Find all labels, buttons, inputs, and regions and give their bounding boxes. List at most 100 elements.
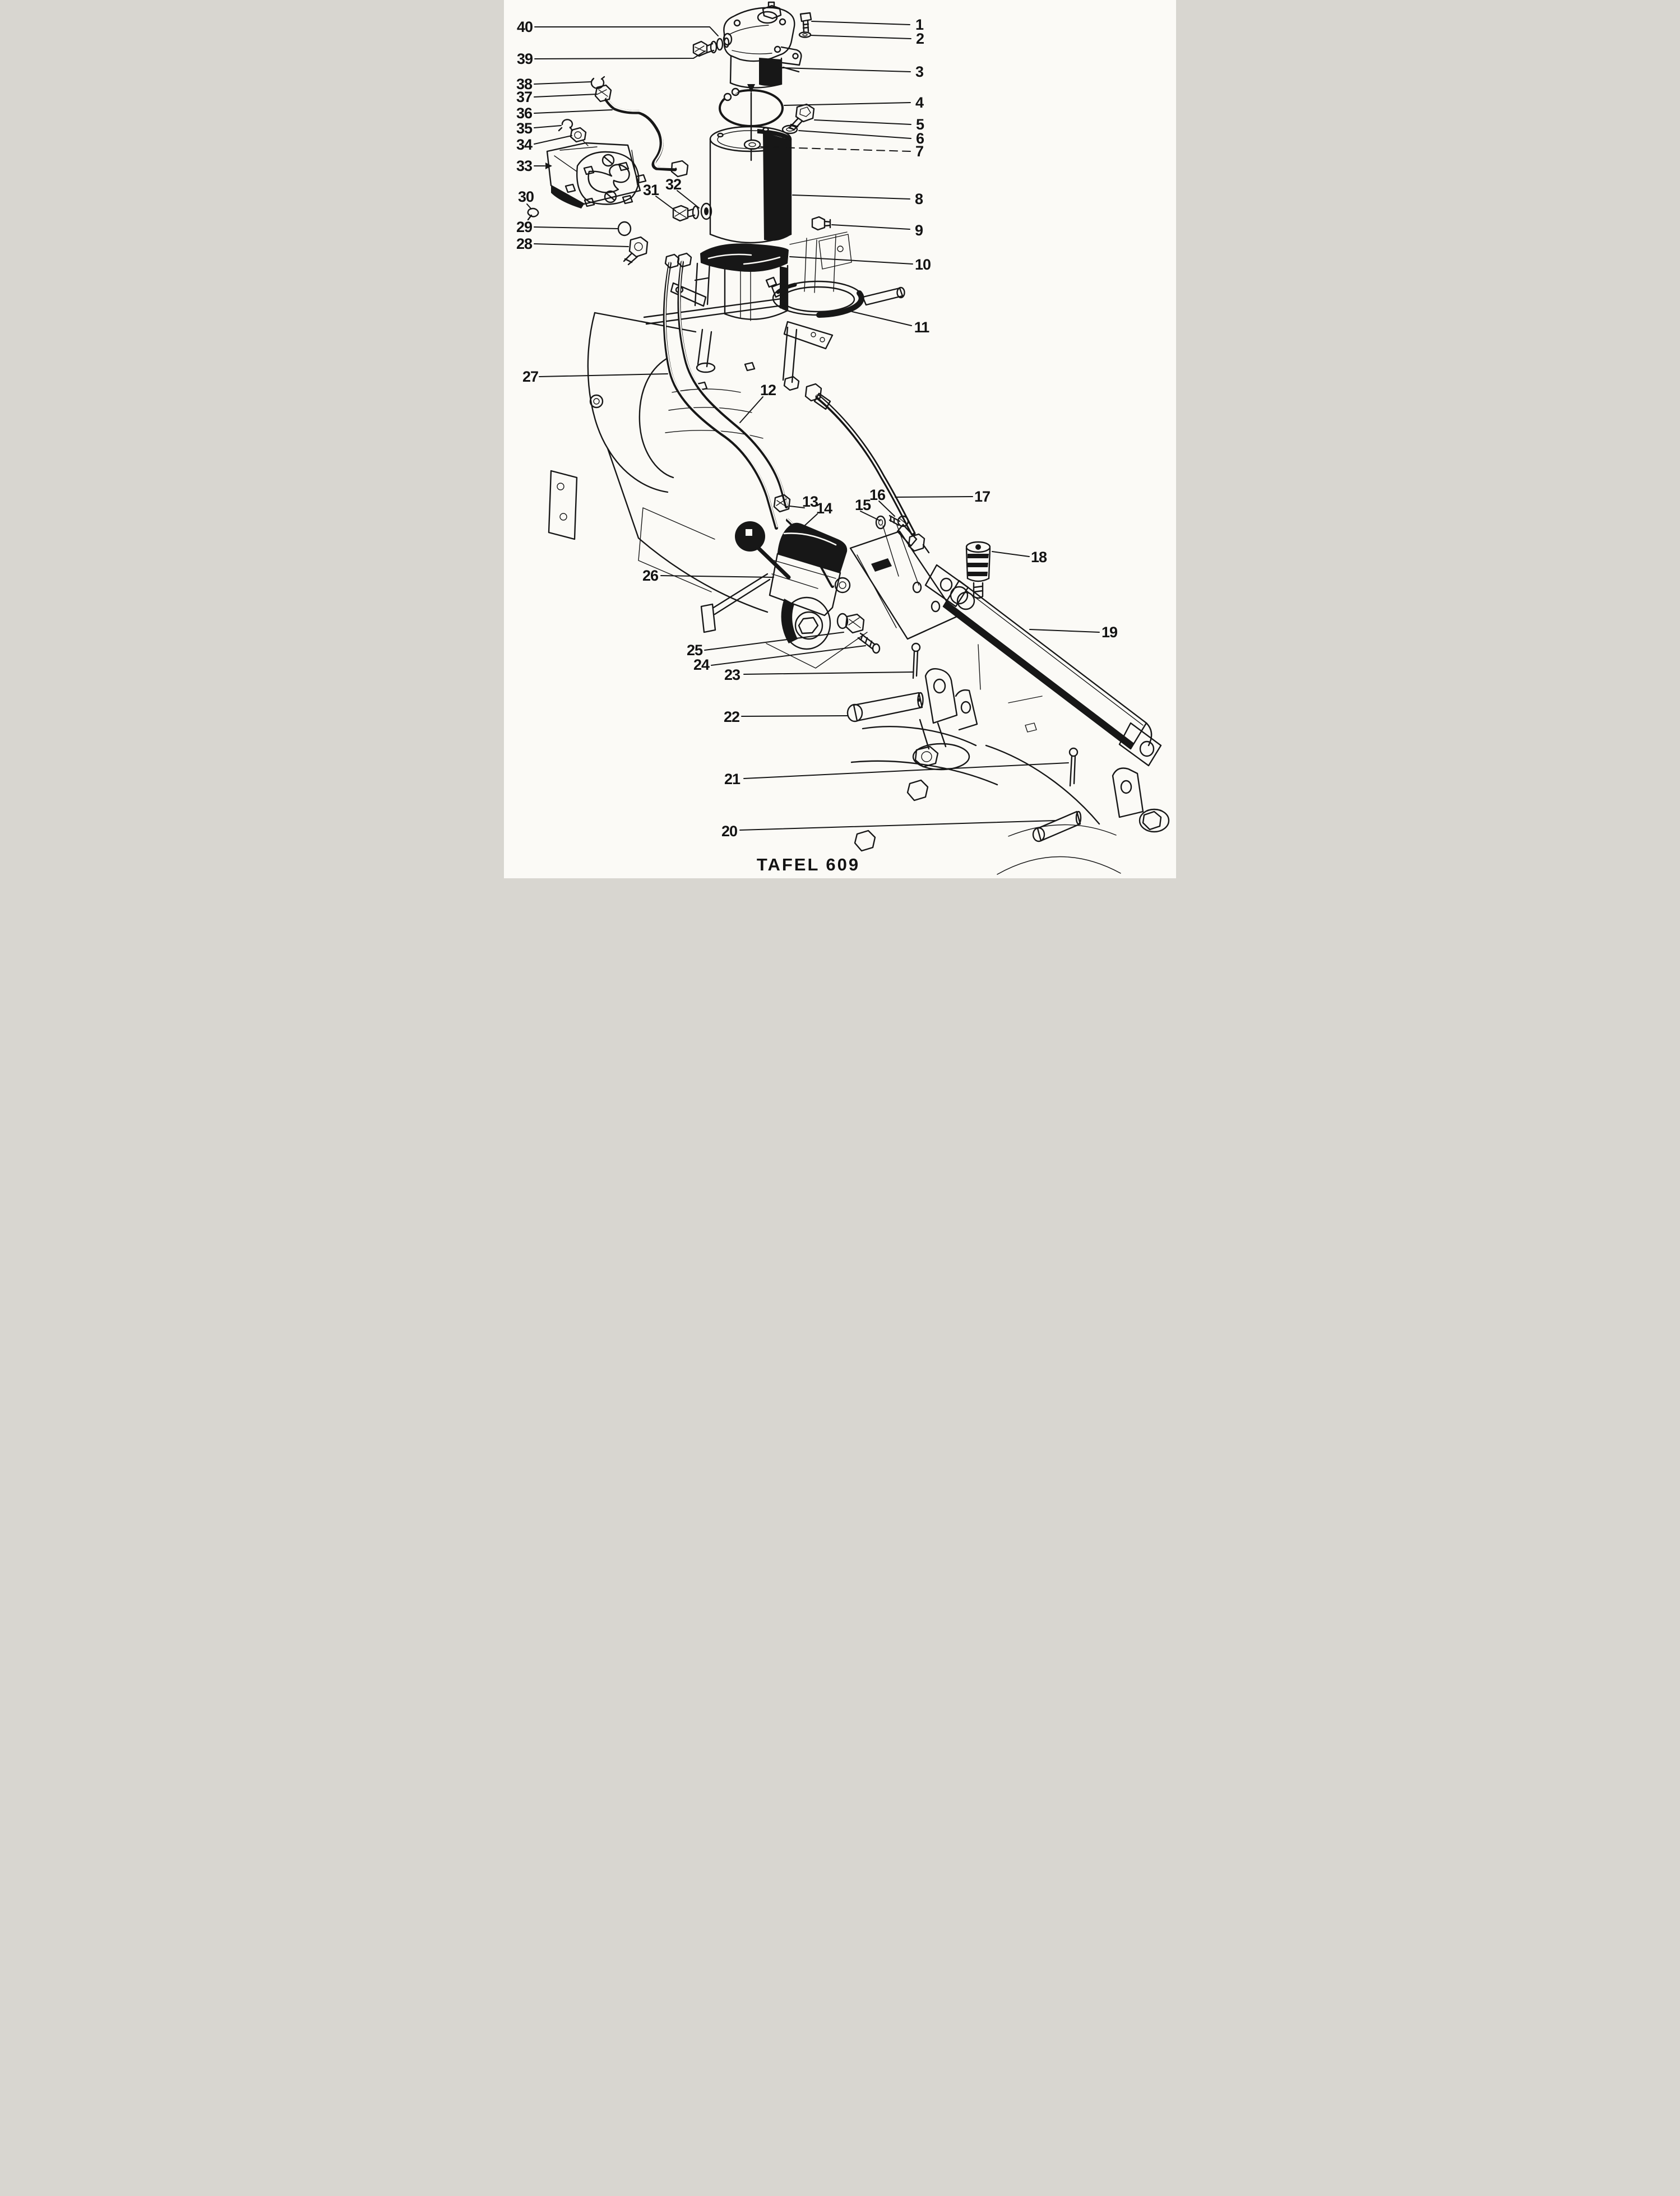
screw-part-16 xyxy=(888,515,909,527)
filler-plug xyxy=(762,4,782,20)
callout-9: 9 xyxy=(915,222,923,239)
pump-gear-cavity xyxy=(587,164,630,193)
callout-18: 18 xyxy=(1031,549,1047,566)
nipple-part-9 xyxy=(811,216,831,231)
callout-4: 4 xyxy=(915,94,924,111)
leader-line-18 xyxy=(992,551,1030,557)
leader-line-16 xyxy=(878,501,895,517)
leader-line-10 xyxy=(789,256,913,265)
callout-5: 5 xyxy=(916,116,924,133)
callout-17: 17 xyxy=(974,488,990,505)
leader-line-35 xyxy=(534,125,562,128)
elbow-part-28 xyxy=(623,236,649,266)
callout-8: 8 xyxy=(915,191,923,207)
callout-26: 26 xyxy=(642,567,659,584)
leader-line-20 xyxy=(739,820,1056,831)
callout-25: 25 xyxy=(687,642,703,659)
plate-title: TAFEL 609 xyxy=(757,855,860,874)
callout-35: 35 xyxy=(516,120,533,137)
leader-line-2 xyxy=(810,35,911,39)
leader-line-37 xyxy=(534,94,598,98)
leader-line-34 xyxy=(534,135,572,145)
bleed-screw-part-24 xyxy=(857,632,881,654)
callout-30: 30 xyxy=(518,188,534,205)
leader-line-31 xyxy=(655,196,676,211)
handle-rod xyxy=(700,573,771,633)
valve-fitting-part-18 xyxy=(965,541,991,599)
leader-line-8 xyxy=(792,194,910,200)
callout-20: 20 xyxy=(721,823,737,840)
callout-29: 29 xyxy=(516,219,533,235)
axle-housing-bottom xyxy=(850,644,1170,875)
valve-part-26 xyxy=(769,522,851,650)
callout-32: 32 xyxy=(665,176,681,193)
pipe-part-36 xyxy=(604,98,689,178)
callout-2: 2 xyxy=(916,30,924,47)
leader-line-25 xyxy=(704,632,844,651)
washer-part-2 xyxy=(798,31,812,38)
leader-line-3 xyxy=(781,67,911,72)
leader-lines xyxy=(526,21,1100,831)
pipe-end-nut xyxy=(670,160,689,178)
leader-line-30 xyxy=(526,203,531,209)
hose-part-17 xyxy=(804,383,930,554)
leader-line-32 xyxy=(677,190,700,209)
oring-part-29 xyxy=(617,221,632,237)
banjo-fitting-39-40 xyxy=(692,38,724,57)
filter-housing-part-3 xyxy=(729,46,802,89)
pump-cover xyxy=(723,1,795,62)
plug-part-25 xyxy=(836,613,865,634)
leader-line-12 xyxy=(739,396,763,423)
leader-line-23 xyxy=(743,671,913,675)
reservoir-part-8 xyxy=(709,126,792,244)
leader-line-21 xyxy=(743,762,1069,779)
leader-line-15 xyxy=(860,511,881,521)
clamp-arm xyxy=(862,287,904,306)
bolt-part-1 xyxy=(799,12,812,33)
callout-31: 31 xyxy=(643,182,659,198)
callout-40: 40 xyxy=(517,18,533,35)
leader-line-9 xyxy=(831,224,910,230)
leader-line-14 xyxy=(803,513,818,527)
callout-36: 36 xyxy=(516,105,533,122)
leader-line-4 xyxy=(784,102,911,106)
leader-line-24 xyxy=(711,645,866,666)
callout-27: 27 xyxy=(522,368,538,385)
callout-34: 34 xyxy=(516,136,533,153)
leader-line-11 xyxy=(851,311,912,326)
hydraulic-pump-part-33 xyxy=(545,142,647,209)
callout-11: 11 xyxy=(914,319,930,336)
arrow-33 xyxy=(545,163,552,169)
leader-line-28 xyxy=(534,243,629,247)
leader-line-5 xyxy=(814,119,911,125)
leader-line-39 xyxy=(534,50,706,59)
fitting-31-32 xyxy=(672,202,712,222)
callout-28: 28 xyxy=(516,235,533,252)
plug-part-30 xyxy=(527,207,539,221)
callout-1: 1 xyxy=(915,16,924,33)
leader-line-29 xyxy=(534,226,619,229)
leader-line-36 xyxy=(534,109,613,114)
frame-bracket xyxy=(643,231,852,391)
plug-part-5 xyxy=(788,103,815,131)
callout-19: 19 xyxy=(1102,624,1118,641)
leader-line-40 xyxy=(534,26,719,36)
banjo-eye xyxy=(834,577,851,594)
guide-chevron xyxy=(766,632,868,669)
cotter-pin-part-21 xyxy=(1068,747,1079,787)
gearbox-housing xyxy=(548,312,769,613)
leader-line-1 xyxy=(811,21,910,25)
leader-line-13 xyxy=(789,506,805,508)
callout-38: 38 xyxy=(516,76,533,92)
callout-16: 16 xyxy=(869,487,886,503)
callout-15: 15 xyxy=(855,497,871,513)
callout-24: 24 xyxy=(693,656,710,673)
callout-10: 10 xyxy=(915,256,931,273)
clevis-pin-part-22 xyxy=(846,692,924,722)
cotter-pin-part-23 xyxy=(911,642,921,679)
pin-part-20 xyxy=(1032,810,1082,842)
callout-3: 3 xyxy=(915,63,924,80)
callout-6: 6 xyxy=(916,130,924,147)
callout-13: 13 xyxy=(802,493,818,510)
